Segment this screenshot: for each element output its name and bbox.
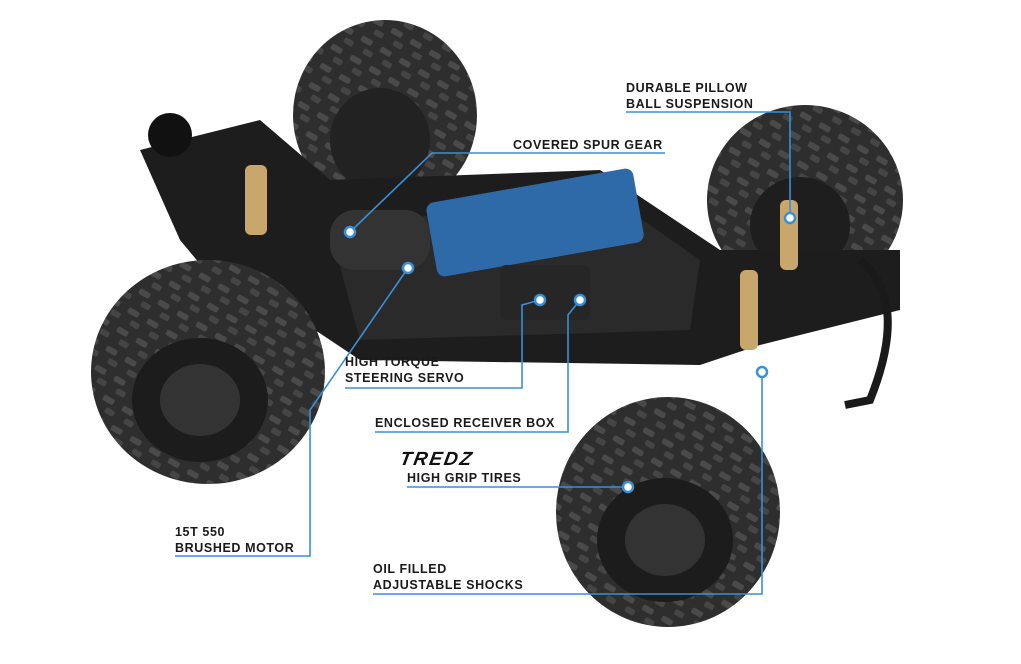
callout-text: ADJUSTABLE SHOCKS — [373, 578, 524, 592]
callout-lines — [175, 111, 791, 595]
callout-steering-servo: HIGH TORQUE STEERING SERVO — [345, 354, 464, 386]
callout-text: OIL FILLED — [373, 562, 447, 576]
callout-tires: HIGH GRIP TIRES — [407, 470, 521, 486]
callout-text: BALL SUSPENSION — [626, 97, 754, 111]
callout-text: ENCLOSED RECEIVER BOX — [375, 416, 555, 430]
callout-text: STEERING SERVO — [345, 371, 465, 385]
callout-spur-gear: COVERED SPUR GEAR — [513, 137, 663, 153]
callout-text: HIGH GRIP TIRES — [407, 471, 522, 485]
wheelie-bar — [148, 113, 192, 157]
callout-text: HIGH TORQUE — [345, 355, 440, 369]
callout-text: COVERED SPUR GEAR — [513, 138, 663, 152]
shock-front-right — [780, 200, 798, 270]
callout-text: DURABLE PILLOW — [626, 81, 748, 95]
callout-text: 15T 550 — [175, 525, 226, 539]
battery-pack — [426, 168, 644, 277]
receiver-box — [500, 265, 590, 320]
callout-motor: 15T 550 BRUSHED MOTOR — [175, 524, 294, 556]
callout-pillow-ball: DURABLE PILLOW BALL SUSPENSION — [626, 80, 754, 112]
callout-shocks: OIL FILLED ADJUSTABLE SHOCKS — [373, 561, 523, 593]
front-bumper — [844, 256, 892, 409]
motor — [330, 210, 430, 270]
tire-rear-left — [293, 20, 477, 210]
tire-front — [556, 397, 780, 627]
tredz-logo: TREDZ — [398, 449, 476, 470]
tire-left — [91, 260, 325, 484]
tire-rear-right — [707, 105, 903, 295]
callout-receiver-box: ENCLOSED RECEIVER BOX — [375, 415, 555, 431]
callout-dots — [343, 211, 797, 494]
shock-rear — [245, 165, 267, 235]
chassis — [140, 113, 900, 409]
callout-text: BRUSHED MOTOR — [175, 541, 295, 555]
shock-front-left — [740, 270, 758, 350]
